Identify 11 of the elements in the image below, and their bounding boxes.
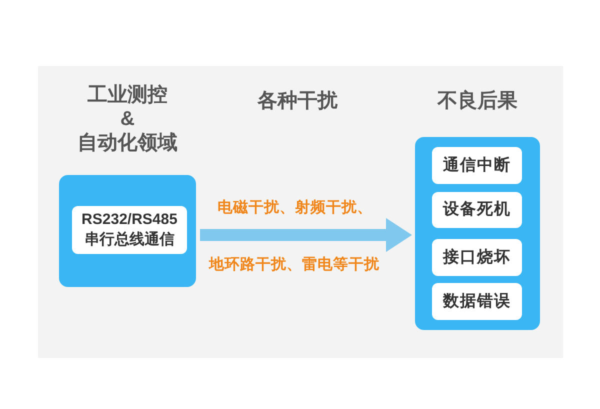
item-box: RS232/RS485 串行总线通信 — [72, 206, 187, 254]
item-box: 设备死机 — [432, 192, 522, 228]
arrow — [200, 218, 412, 252]
annotation-text: 地环路干扰、雷电等干扰 — [208, 255, 380, 275]
item-box: 数据错误 — [432, 283, 522, 320]
column-heading: 各种干扰 — [258, 89, 338, 113]
edge-label: 电磁干扰、射频干扰、 — [218, 198, 372, 218]
column-heading: 工业测控 & 自动化领域 — [76, 83, 178, 155]
column-heading: 不良后果 — [436, 89, 518, 113]
item-box: 接口烧坏 — [432, 239, 522, 276]
item-box: 通信中断 — [432, 147, 522, 184]
